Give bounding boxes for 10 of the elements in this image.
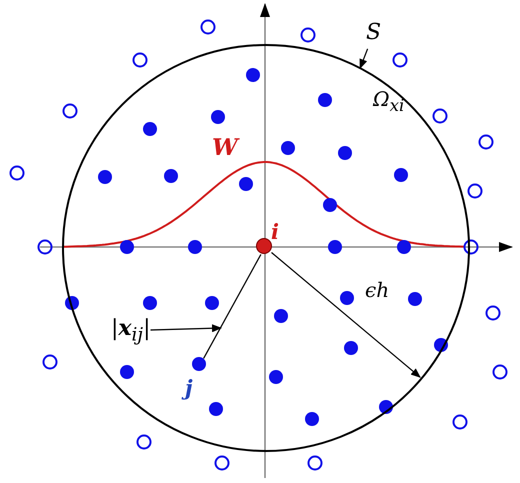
domain-label: Ω$_{xi}$ [373,89,404,115]
distance-label: |x$_{ij}$| [111,313,151,348]
particle-label: i [271,221,279,242]
boundary-label: S [366,18,382,49]
kernel-label: W [212,136,238,159]
leader-line [150,324,222,332]
distance-line [203,254,262,359]
radius-arrow [271,252,421,378]
radius-label: ϵh [364,280,390,300]
leader-line [360,48,368,70]
